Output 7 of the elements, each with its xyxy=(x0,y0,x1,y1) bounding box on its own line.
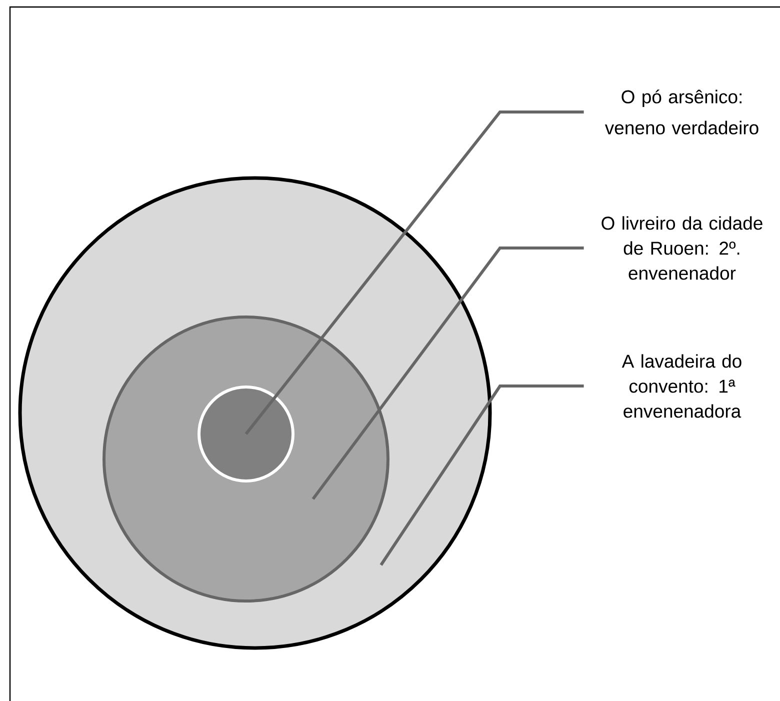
callout-text: O livreiro da cidade de Ruoen: 2º. envenenador xyxy=(602,216,762,280)
circle xyxy=(198,386,294,482)
callout-text: A lavadeira do convento: 1ª envenenadora xyxy=(622,354,742,418)
callout-text: O pó arsênico: veneno verdadeiro xyxy=(604,90,758,134)
leader-line xyxy=(312,246,584,500)
leader-line xyxy=(244,110,584,435)
leader-line xyxy=(380,384,584,566)
